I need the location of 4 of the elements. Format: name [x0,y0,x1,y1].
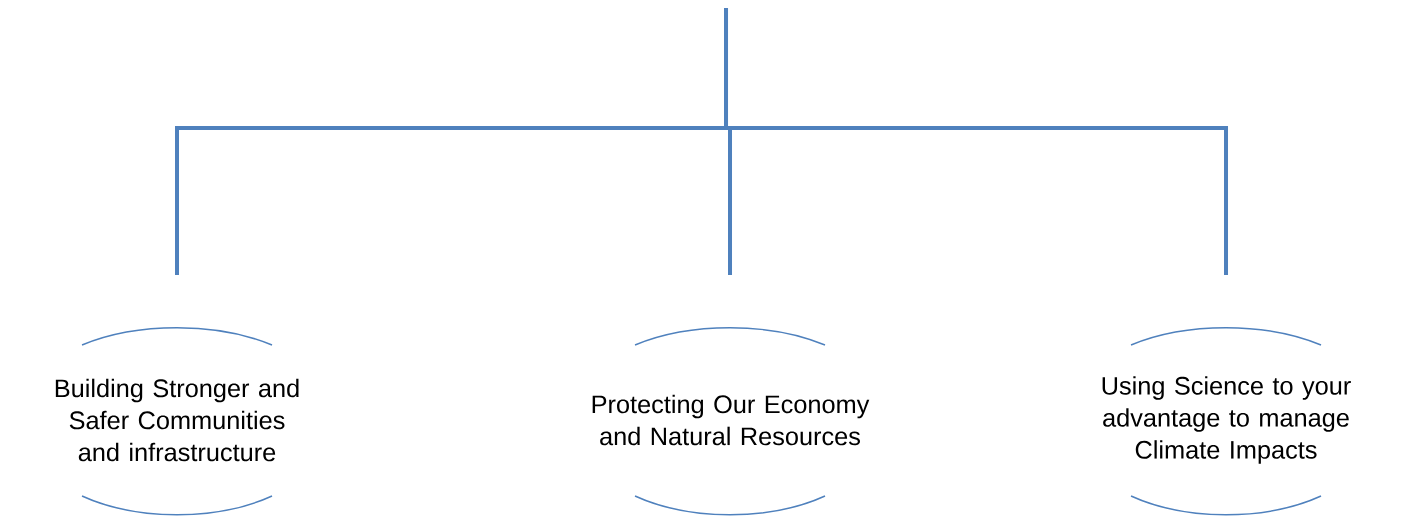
text-node: Using Science to your advantage to manage Climate Impacts [1102,327,1351,516]
text-node: Protecting Our Economy and Natural Resources [592,327,870,516]
connector-line [724,8,1228,276]
text-node: Building Stronger and Safer Communities and infrastructure [55,327,299,516]
